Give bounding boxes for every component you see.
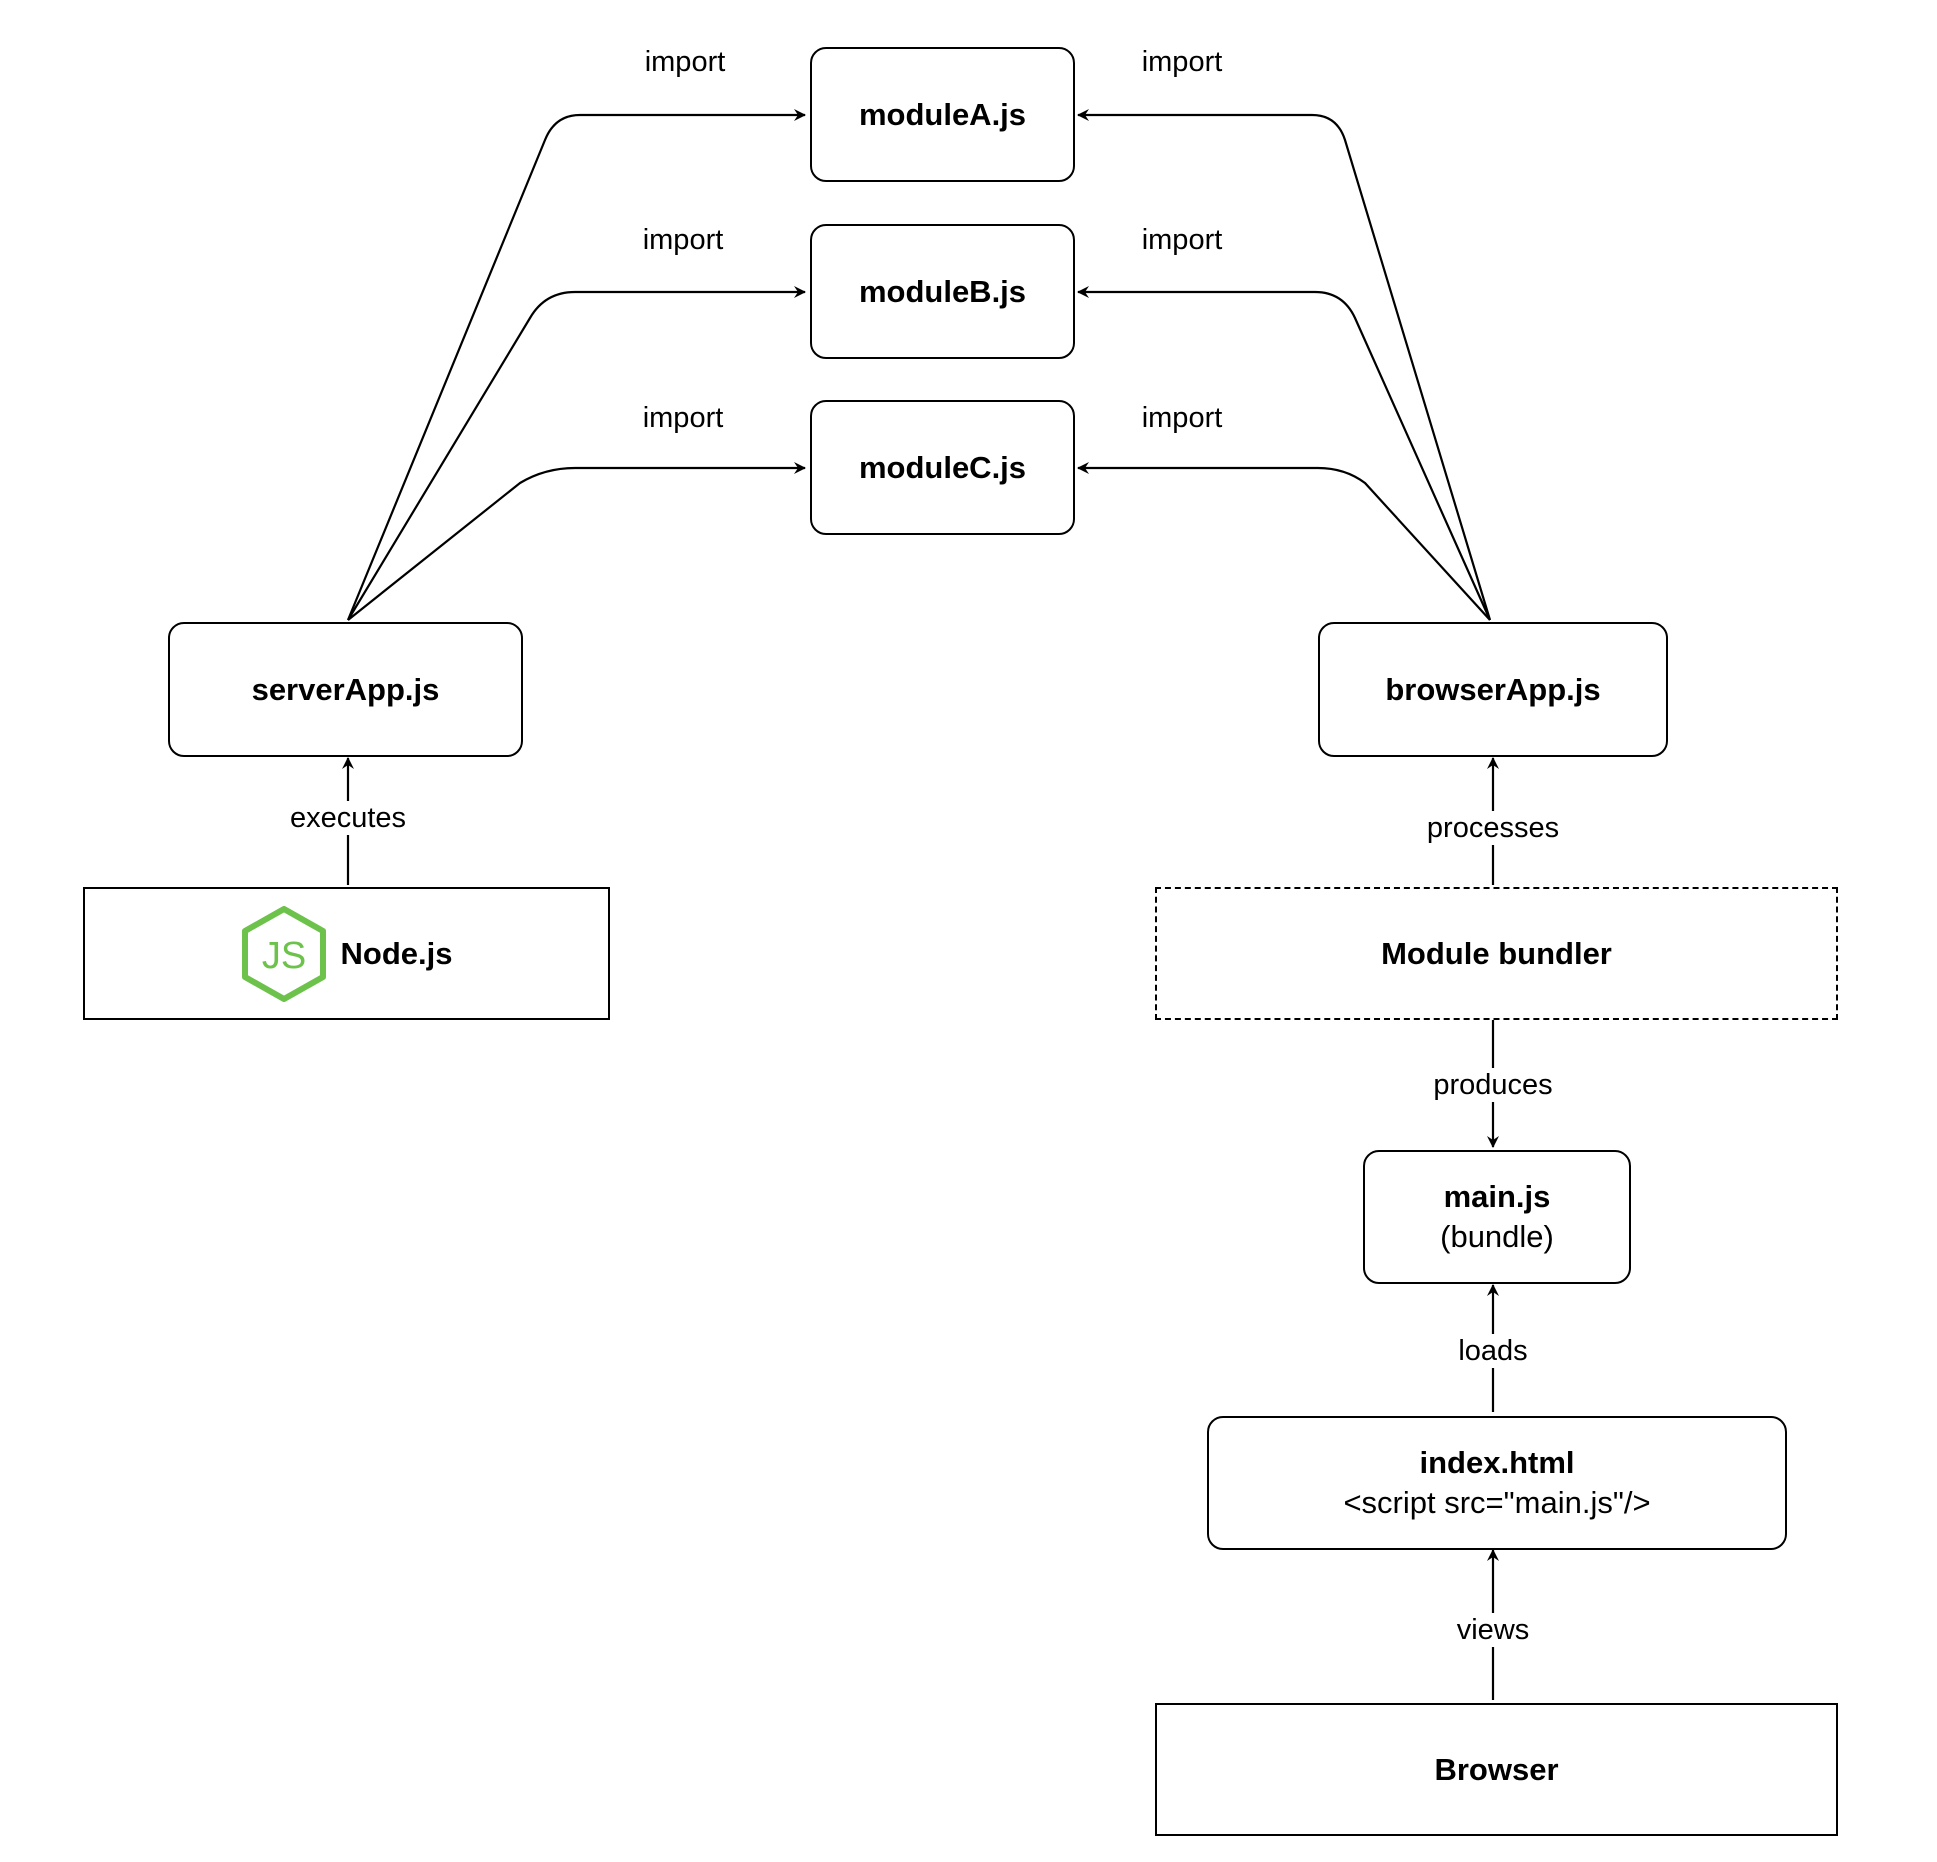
nodejs-title: Node.js xyxy=(340,935,453,971)
index-html-node[interactable]: index.html <script src="main.js"/> xyxy=(1207,1416,1787,1550)
edge-label-server-import-b: import xyxy=(639,223,727,257)
edge-label-server-import-a: import xyxy=(641,45,729,79)
nodejs-logo-icon: JS xyxy=(241,905,327,1002)
server-app-title: serverApp.js xyxy=(251,671,440,707)
browser-app-node[interactable]: browserApp.js xyxy=(1318,622,1668,757)
edge-label-processes: processes xyxy=(1423,811,1563,845)
edge-server-to-module-a xyxy=(346,109,806,621)
edge-browser-to-module-c xyxy=(1077,462,1491,621)
index-html-title: index.html xyxy=(1419,1445,1575,1480)
module-b-node[interactable]: moduleB.js xyxy=(810,224,1075,359)
edge-label-server-import-c: import xyxy=(639,401,727,435)
edge-label-views: views xyxy=(1453,1613,1533,1647)
index-html-subtitle: <script src="main.js"/> xyxy=(1343,1485,1651,1520)
module-bundler-title: Module bundler xyxy=(1381,935,1612,971)
module-c-title: moduleC.js xyxy=(858,449,1027,485)
edge-browser-to-module-a xyxy=(1077,109,1492,621)
main-js-title: main.js xyxy=(1443,1179,1551,1214)
browser-app-title: browserApp.js xyxy=(1385,671,1601,707)
edge-label-executes: executes xyxy=(286,801,410,835)
main-js-node[interactable]: main.js (bundle) xyxy=(1363,1150,1631,1284)
module-a-node[interactable]: moduleA.js xyxy=(810,47,1075,182)
edge-label-browser-import-b: import xyxy=(1138,223,1226,257)
edge-server-to-module-b xyxy=(347,286,806,621)
main-js-subtitle: (bundle) xyxy=(1440,1219,1554,1254)
edge-browser-to-module-b xyxy=(1077,286,1492,621)
edge-label-produces: produces xyxy=(1430,1068,1556,1102)
browser-title: Browser xyxy=(1434,1751,1559,1787)
edge-label-browser-import-a: import xyxy=(1138,45,1226,79)
edge-label-loads: loads xyxy=(1455,1334,1531,1368)
nodejs-node[interactable]: JS Node.js xyxy=(83,887,610,1020)
edge-label-browser-import-c: import xyxy=(1138,401,1226,435)
edge-server-to-module-c xyxy=(347,462,806,621)
module-c-node[interactable]: moduleC.js xyxy=(810,400,1075,535)
module-a-title: moduleA.js xyxy=(858,96,1027,132)
module-bundler-node[interactable]: Module bundler xyxy=(1155,887,1838,1020)
module-b-title: moduleB.js xyxy=(858,273,1027,309)
server-app-node[interactable]: serverApp.js xyxy=(168,622,523,757)
browser-node[interactable]: Browser xyxy=(1155,1703,1838,1836)
nodejs-logo-text: JS xyxy=(261,935,305,977)
